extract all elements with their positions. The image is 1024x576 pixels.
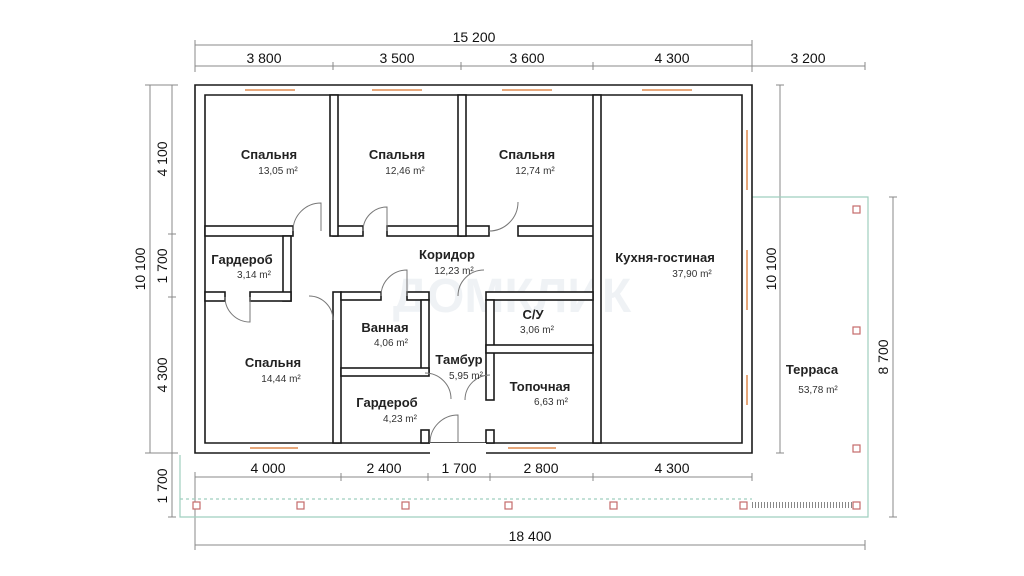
dim-top-3: 3 600 <box>509 50 544 66</box>
dim-left-3: 4 300 <box>154 357 170 392</box>
dim-right-terrace: 8 700 <box>875 339 891 374</box>
room-name: Спальня <box>369 147 425 162</box>
room-name: Гардероб <box>211 252 272 267</box>
room-name: Гардероб <box>356 395 417 410</box>
dim-right-inner: 10 100 <box>763 247 779 290</box>
dim-terrace-width: 3 200 <box>790 50 825 66</box>
terrace-outline <box>179 196 869 518</box>
room-area: 53,78 m² <box>798 385 838 396</box>
terrace-posts <box>192 205 861 510</box>
room-area: 14,44 m² <box>261 374 301 385</box>
dim-top-2: 3 500 <box>379 50 414 66</box>
room-name: Спальня <box>245 355 301 370</box>
windows <box>245 89 748 449</box>
dim-left-porch: 1 700 <box>154 468 170 503</box>
dimension-lines <box>145 40 897 550</box>
dim-top-4: 4 300 <box>654 50 689 66</box>
room-area: 13,05 m² <box>258 166 298 177</box>
room-area: 37,90 m² <box>672 269 712 280</box>
room-area: 3,06 m² <box>520 325 555 336</box>
doors <box>224 201 519 444</box>
room-area: 12,46 m² <box>385 166 425 177</box>
dim-left-1: 4 100 <box>154 141 170 176</box>
dim-bottom-5: 4 300 <box>654 460 689 476</box>
dim-top-1: 3 800 <box>246 50 281 66</box>
dim-bottom-4: 2 800 <box>523 460 558 476</box>
dim-bottom-3: 1 700 <box>441 460 476 476</box>
room-area: 6,63 m² <box>534 397 569 408</box>
room-name: Тамбур <box>435 352 482 367</box>
dim-bottom-2: 2 400 <box>366 460 401 476</box>
room-area: 4,23 m² <box>383 414 418 425</box>
dim-left-total: 10 100 <box>132 247 148 290</box>
room-name: Спальня <box>241 147 297 162</box>
room-name: Топочная <box>510 379 571 394</box>
room-name: С/У <box>522 307 544 322</box>
room-name: Кухня-гостиная <box>615 250 715 265</box>
dim-bottom-total: 18 400 <box>509 528 552 544</box>
room-name: Терраса <box>786 362 839 377</box>
dim-top-total: 15 200 <box>453 29 496 45</box>
dim-left-2: 1 700 <box>154 248 170 283</box>
room-area: 12,23 m² <box>434 266 474 277</box>
walls <box>194 84 753 454</box>
dim-bottom-1: 4 000 <box>250 460 285 476</box>
room-labels: Спальня 13,05 m² Спальня 12,46 m² Спальн… <box>211 147 839 425</box>
room-area: 12,74 m² <box>515 166 555 177</box>
room-area: 3,14 m² <box>237 270 272 281</box>
room-area: 4,06 m² <box>374 338 409 349</box>
room-name: Спальня <box>499 147 555 162</box>
room-area: 5,95 m² <box>449 371 484 382</box>
room-name: Коридор <box>419 247 475 262</box>
room-name: Ванная <box>361 320 408 335</box>
